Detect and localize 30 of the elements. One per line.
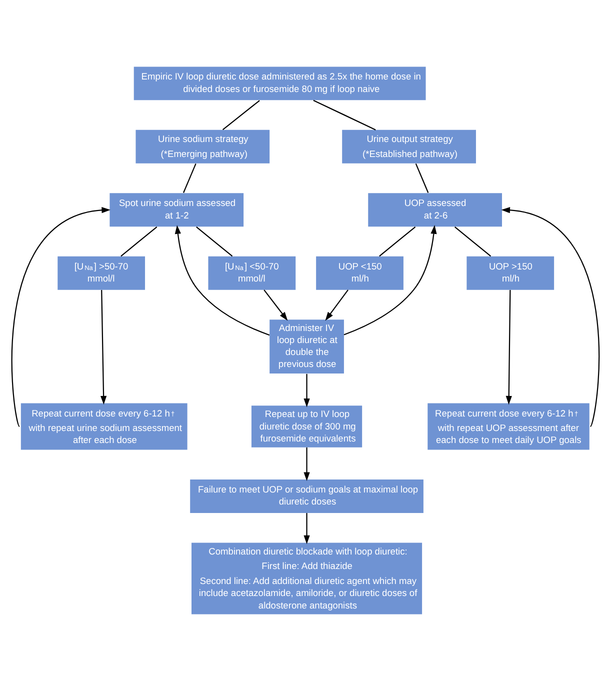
node-box: Urine sodium strategy (*Emerging pathway): [136, 129, 270, 163]
arrow: [304, 373, 310, 407]
connector: [222, 100, 260, 130]
node-box: Repeat up to IV loop diuretic dose of 300 mg furosemide equivalents: [251, 405, 362, 447]
connector: [182, 163, 196, 192]
arrow: [304, 446, 310, 480]
connector: [120, 226, 158, 256]
node-box: Failure to meet UOP or sodium goals at maximal loop diuretic doses: [190, 478, 424, 512]
arrow: [304, 512, 310, 544]
connector: [454, 226, 492, 256]
node-box: UOP assessed at 2-6: [368, 192, 502, 226]
arrow: [344, 224, 437, 335]
arrow: [100, 289, 107, 404]
node-box: UOP <150 ml/h: [316, 256, 404, 290]
node-box: Combination diuretic blockade with loop diuretic: First line: Add thiazide Second line: Add additional diuretic agent which may include acetazolamide, amiloride, or diuretic doses of aldosterone antagonists: [192, 542, 422, 614]
node-box: Empiric IV loop diuretic dose administered as 2.5x the home dose in divided doses or furosemide 80 mg if loop naive: [134, 66, 426, 100]
connector: [415, 163, 429, 192]
arrow: [264, 289, 288, 320]
arrow: [501, 206, 600, 426]
connector: [196, 226, 233, 256]
arrow: [174, 224, 270, 336]
node-box: Urine output strategy (*Established pathway): [342, 129, 476, 163]
node-box: Spot urine sodium assessed at 1-2: [110, 192, 244, 226]
arrow: [12, 206, 110, 426]
connector: [313, 99, 376, 130]
node-box: UOP >150 ml/h: [466, 256, 554, 290]
arrow: [506, 289, 512, 404]
connector: [379, 226, 416, 256]
node-box: Administer IV loop diuretic at double the previous dose: [270, 319, 344, 373]
arrow: [325, 289, 348, 320]
